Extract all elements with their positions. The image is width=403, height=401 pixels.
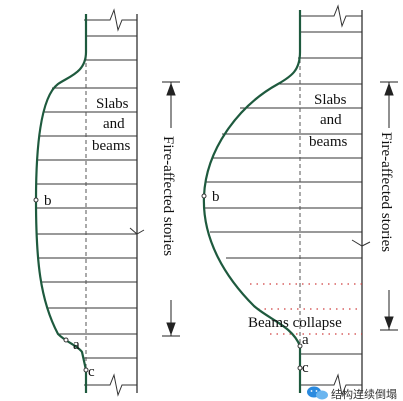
- left-slabs-label-line2: and: [103, 116, 125, 132]
- right-slabs-label-line3: beams: [309, 134, 347, 150]
- right-point-a-label: a: [302, 332, 309, 348]
- left-point-b-marker: [33, 197, 39, 203]
- right-point-b-marker: [201, 193, 207, 199]
- right-beams-collapse-label: Beams collapse: [248, 315, 342, 331]
- right-fire-affected-label: Fire-affected stories: [378, 132, 394, 252]
- left-fire-affected-dimension: [162, 81, 180, 337]
- left-diagram: b a c Slabs and beams Fire-affected stor…: [33, 8, 180, 397]
- right-fire-affected-dimension: [380, 81, 398, 331]
- right-point-c-marker: [297, 365, 303, 371]
- left-floor-lines: [36, 35, 137, 359]
- watermark-text: 结构连续倒塌: [331, 387, 397, 401]
- left-fire-affected-label: Fire-affected stories: [160, 136, 176, 256]
- left-point-b-label: b: [44, 193, 52, 209]
- right-point-c-label: c: [302, 360, 309, 376]
- left-slabs-label-line3: beams: [92, 138, 130, 154]
- left-point-c-label: c: [88, 364, 95, 380]
- right-collapsed-floors: [250, 283, 362, 335]
- wechat-icon: [307, 386, 328, 400]
- left-bottom-break-symbol: [84, 373, 137, 397]
- right-point-a-marker: [297, 343, 303, 349]
- right-slabs-label-line2: and: [320, 112, 342, 128]
- right-slabs-label-line1: Slabs: [314, 92, 347, 108]
- left-point-a-label: a: [73, 337, 80, 353]
- left-top-break-symbol: [84, 8, 137, 32]
- left-point-c-marker: [83, 367, 89, 373]
- right-diagram: b a c Slabs and beams Fire-affected stor…: [201, 4, 398, 397]
- watermark: 结构连续倒塌: [307, 386, 397, 401]
- left-slabs-label-line1: Slabs: [96, 96, 129, 112]
- right-bottom-break-symbol: [300, 373, 362, 397]
- right-top-break-symbol: [300, 4, 362, 28]
- right-point-b-label: b: [212, 189, 220, 205]
- right-floor-lines: [205, 31, 362, 355]
- left-point-a-marker: [63, 337, 69, 343]
- right-mid-break-symbol: [351, 239, 371, 247]
